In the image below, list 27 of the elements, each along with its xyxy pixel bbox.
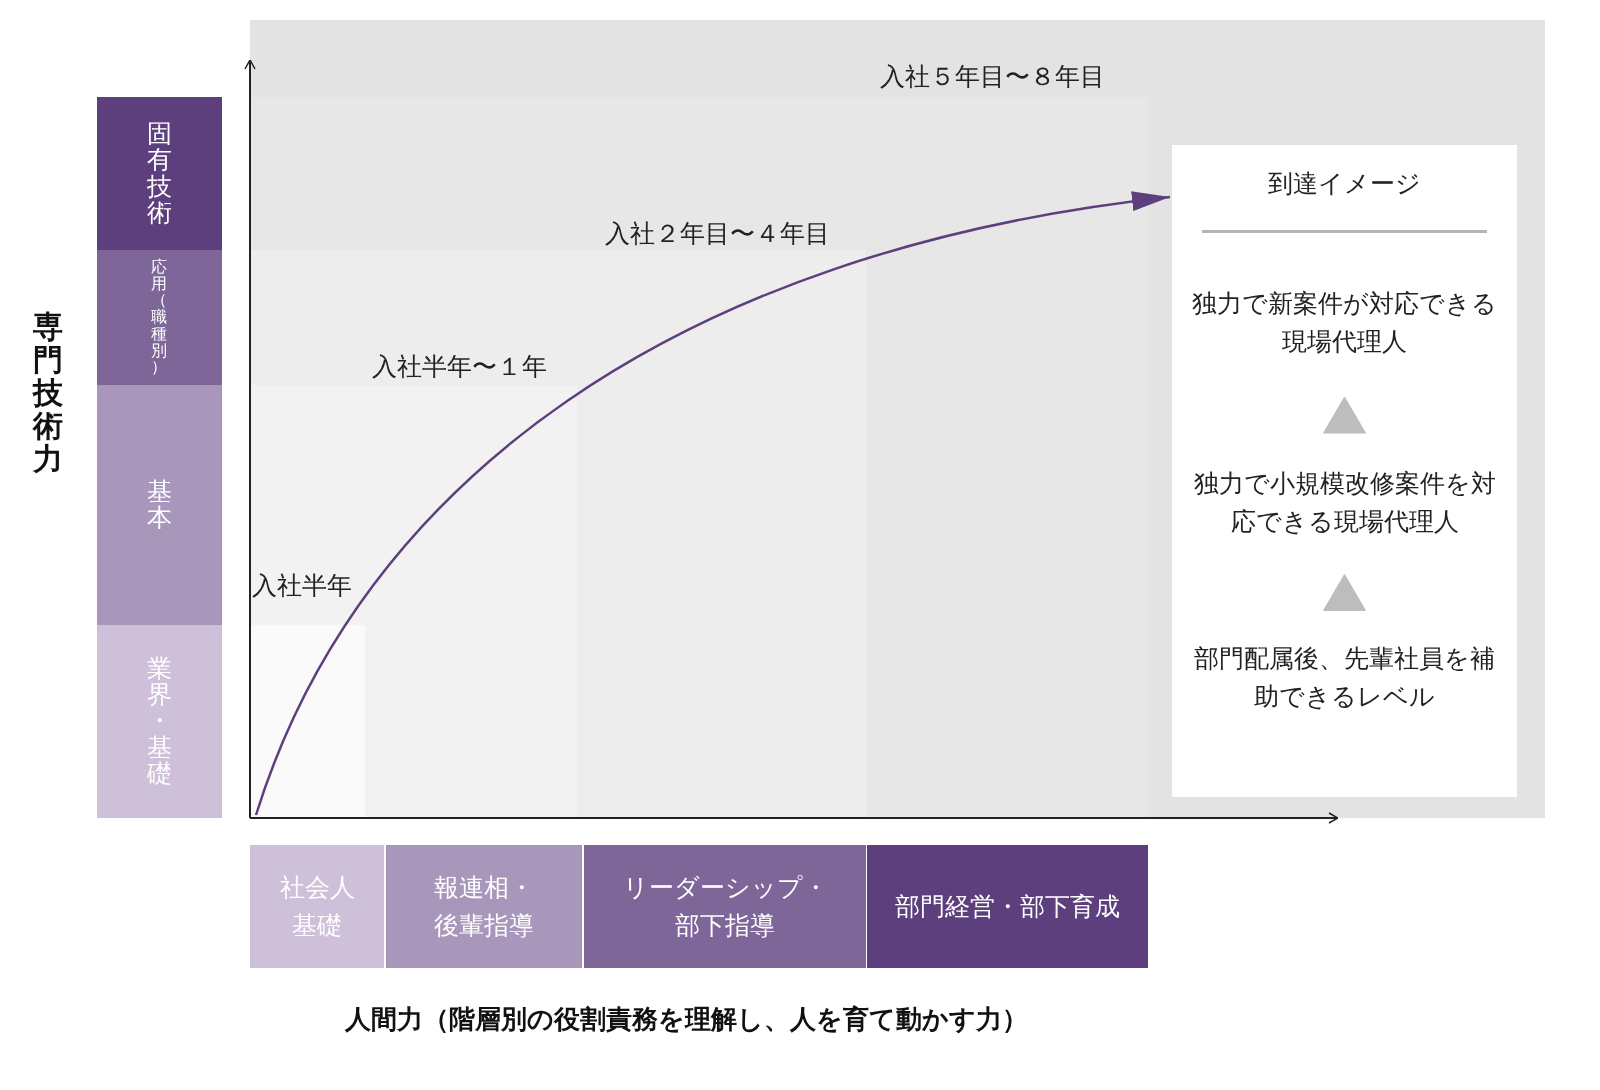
stage-label: 入社２年目〜４年目 — [605, 218, 830, 250]
skill-band: 基本 — [97, 385, 222, 625]
skill-band: 業界・基礎 — [97, 625, 222, 818]
axis-title: 人間力（階層別の役割責務を理解し、人を育て動かす力） — [345, 1003, 1028, 1036]
stage-region — [250, 250, 866, 818]
stage-label: 入社半年 — [252, 570, 352, 602]
human-band: リーダーシップ・部下指導 — [584, 845, 866, 968]
stage-region — [250, 385, 577, 818]
goal-description: 部門配属後、先輩社員を補助できるレベル — [1193, 643, 1496, 713]
axis-title: 専門技術力 — [31, 310, 64, 475]
goal-description: 独力で新案件が対応できる現場代理人 — [1192, 288, 1497, 358]
panel-heading: 到達イメージ — [1267, 168, 1422, 200]
human-band: 報連相・後輩指導 — [386, 845, 582, 968]
growth-curve-arrow — [254, 192, 1171, 816]
skill-band: 固有技術 — [97, 97, 222, 250]
skill-band: 応用（職種別） — [97, 250, 222, 385]
up-triangle — [1323, 574, 1366, 611]
stage-label: 入社半年〜１年 — [372, 351, 547, 383]
stage-region — [250, 97, 1148, 818]
human-band: 部門経営・部下育成 — [867, 845, 1148, 968]
stage-label: 入社５年目〜８年目 — [880, 61, 1105, 93]
stage-region — [250, 625, 365, 818]
up-triangle — [1323, 396, 1366, 434]
human-band: 社会人基礎 — [250, 845, 384, 968]
goal-panel — [1172, 145, 1517, 797]
stage-region — [250, 20, 1545, 818]
goal-description: 独力で小規模改修案件を対応できる現場代理人 — [1192, 468, 1497, 538]
